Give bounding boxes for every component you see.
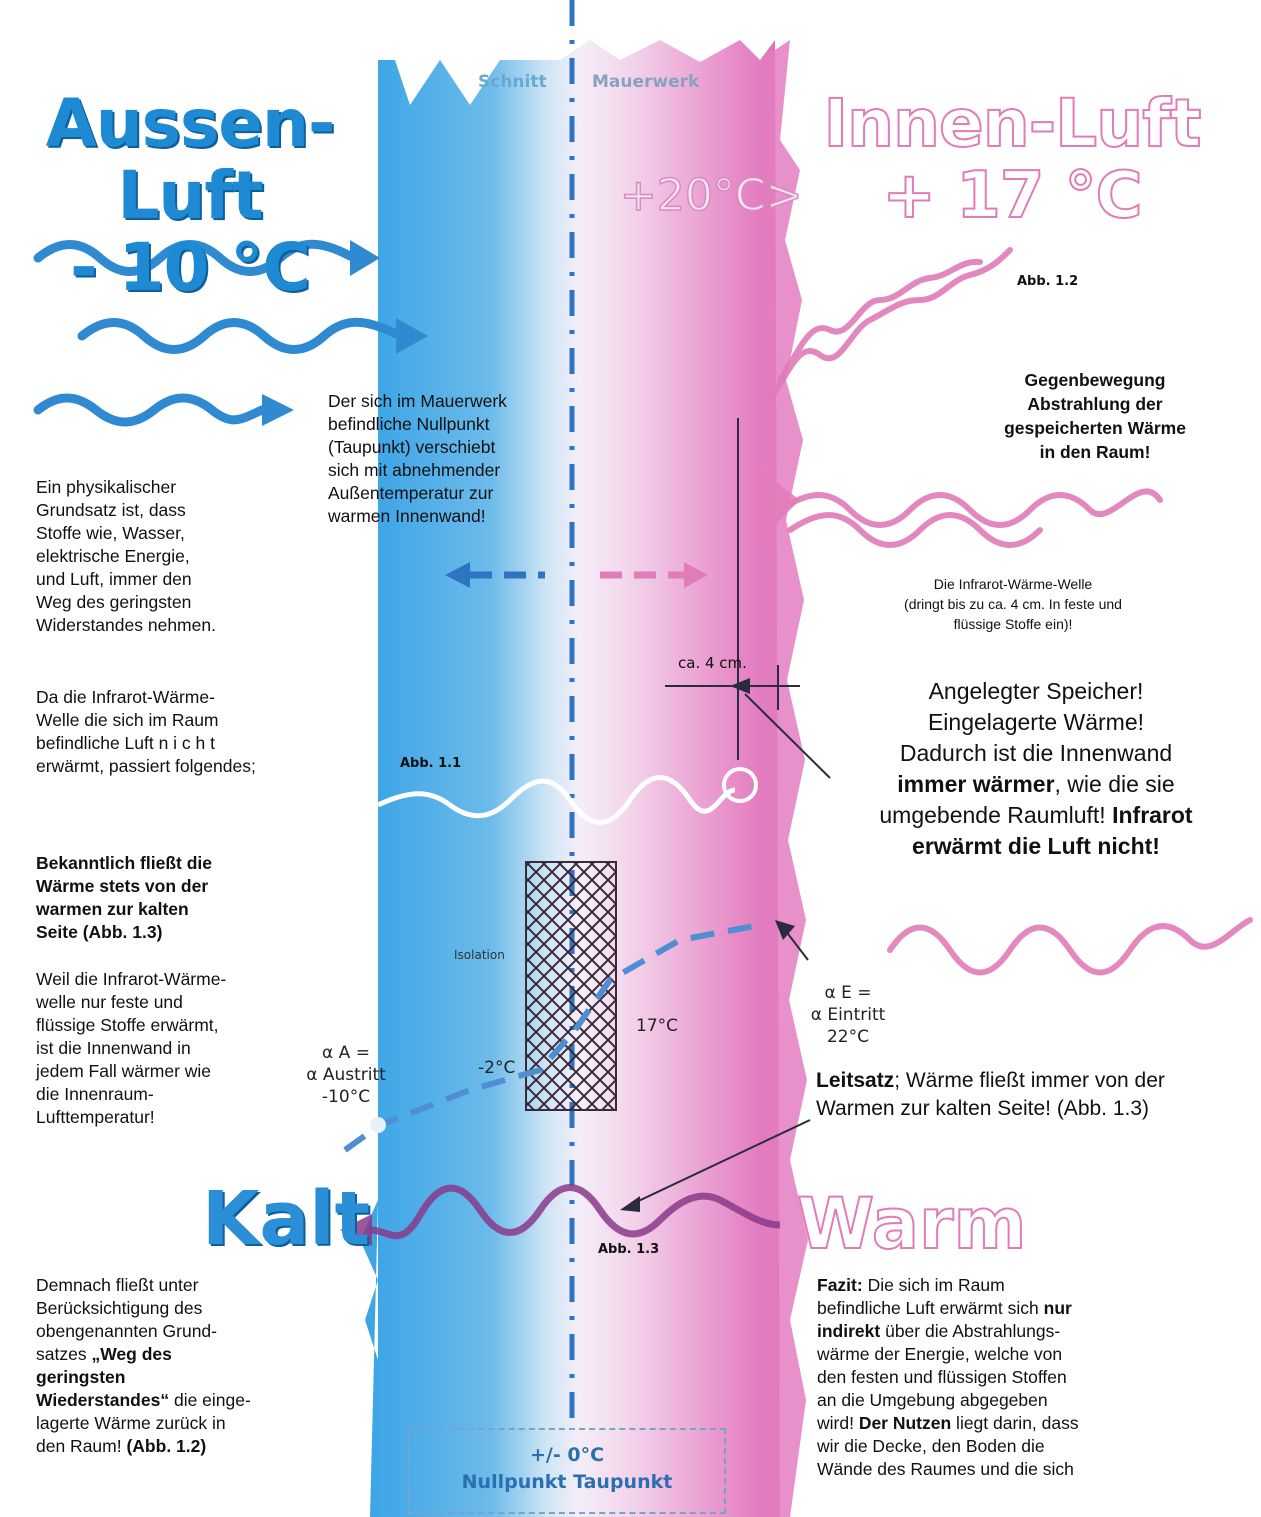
weil-text: Weil die Infrarot-Wärme- welle nur feste… [36, 969, 227, 1127]
abb-1-3-label: Abb. 1.3 [598, 1242, 660, 1257]
taupunkt-temp: +/- 0°C [529, 1444, 605, 1466]
fazit-text: Fazit: Die sich im Raum befindliche Luft… [817, 1275, 1079, 1479]
incoming-wave [777, 488, 1163, 528]
outside-air-title: Aussen-Luft - 10 °C [5, 88, 375, 304]
taupunkt-label: Nullpunkt Taupunkt [461, 1471, 673, 1493]
outside-air-temp: - 10 °C [70, 229, 311, 306]
cold-waves [33, 239, 401, 427]
nullpunkt-text: Der sich im Mauerwerk befindliche Nullpu… [328, 391, 507, 526]
speicher-text: Angelegter Speicher! Eingelagerte Wärme!… [879, 678, 1193, 859]
taupunkt-box: +/- 0°C Nullpunkt Taupunkt [408, 1428, 726, 1514]
inside-air-title: Innen-Luft + 17 °C [812, 85, 1212, 234]
depth-label: ca. 4 cm. [678, 654, 747, 672]
temp-17-label: 17°C [636, 1016, 679, 1036]
grundsatz-text: Ein physikalischer Grundsatz ist, dass S… [36, 477, 216, 635]
alpha-e-label: α E = α Eintritt 22°C [810, 983, 886, 1047]
abb11-wave [376, 775, 736, 825]
da-die-text: Da die Infrarot-Wärme- Welle die sich im… [36, 687, 256, 776]
cold-arrowheads [262, 240, 428, 426]
wall-inner-temp: +20°C> [619, 169, 803, 222]
isolation-label: Isolation [454, 948, 505, 962]
abb13-wave [369, 1184, 781, 1240]
inside-air-temp: + 17 °C [881, 159, 1143, 233]
gegenbewegung-text: Gegenbewegung Abstrahlung der gespeicher… [945, 360, 1245, 472]
temperature-line [343, 922, 761, 1153]
outside-air-label: Aussen-Luft [45, 85, 336, 234]
abb-1-2-label: Abb. 1.2 [1017, 274, 1079, 289]
alpha-a-label: α A = α Austritt -10°C [306, 1043, 386, 1107]
wall-label-schnitt: Schnitt [478, 72, 547, 92]
infrarot-welle-text: Die Infrarot-Wärme-Welle (dringt bis zu … [904, 576, 1122, 632]
wall-label-mauerwerk: Mauerwerk [592, 72, 700, 92]
radiation-wave [767, 247, 1013, 403]
center-dashed-arrows [445, 562, 708, 588]
demnach-text: Demnach fließt unter Berücksichtigung de… [36, 1275, 251, 1456]
insulation-block [525, 861, 617, 1111]
wall-edge-inner [760, 40, 808, 1517]
kalt-label: Kalt [202, 1176, 371, 1262]
temp-minus2-label: -2°C [478, 1058, 516, 1078]
leitsatz-text: Leitsatz; Wärme fließt immer von der War… [816, 1069, 1165, 1120]
inside-air-label: Innen-Luft [823, 85, 1203, 162]
abb-1-1-label: Abb. 1.1 [400, 756, 462, 771]
bekanntlich-text: Bekanntlich fließt die Wärme stets von d… [36, 853, 212, 942]
wall-section [378, 40, 780, 1517]
warm-label: Warm [796, 1182, 1027, 1266]
